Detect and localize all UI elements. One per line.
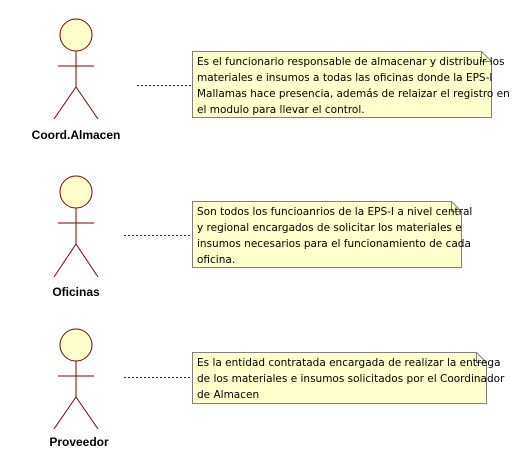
note-line: de los materiales e insumos solicitados … xyxy=(197,373,505,385)
note-box-coord-almacen[interactable] xyxy=(192,51,492,118)
note-text-oficinas: Son todos los funcioanrios de la EPS-I a… xyxy=(197,204,472,268)
note-line: Son todos los funcioanrios de la EPS-I a… xyxy=(197,206,473,218)
note-line: Mallamas hace presencia, además de relai… xyxy=(197,88,510,100)
actor-figure-proveedor[interactable] xyxy=(53,328,99,430)
note-line: Es el funcionario responsable de almacen… xyxy=(197,56,505,68)
note-box-proveedor[interactable] xyxy=(192,352,487,404)
note-line: y regional encargados de solicitar los m… xyxy=(197,222,462,234)
note-line: de Almacen xyxy=(197,389,260,401)
actor-figure-oficinas[interactable] xyxy=(53,175,99,278)
note-box-oficinas[interactable] xyxy=(192,201,462,268)
note-line: el modulo para llevar el control. xyxy=(197,104,365,116)
note-text-coord-almacen: Es el funcionario responsable de almacen… xyxy=(197,54,510,118)
note-line: oficina. xyxy=(197,254,236,266)
note-line: Es la entidad contratada encargada de re… xyxy=(197,357,501,369)
note-text-proveedor: Es la entidad contratada encargada de re… xyxy=(197,355,504,403)
actor-figure-coord-almacen[interactable] xyxy=(53,18,99,120)
actor-label-proveedor: Proveedor xyxy=(49,435,109,449)
note-line: materiales e insumos a todas las oficina… xyxy=(197,72,493,84)
actor-label-oficinas: Oficinas xyxy=(52,285,100,299)
note-line: insumos necesarios para el funcionamient… xyxy=(197,238,471,250)
actor-label-coord-almacen: Coord.Almacen xyxy=(31,128,121,142)
